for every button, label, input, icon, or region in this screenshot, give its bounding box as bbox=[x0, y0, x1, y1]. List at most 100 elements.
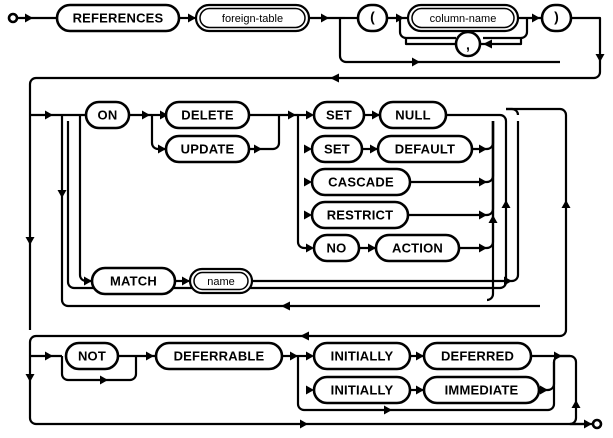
node-action-label: ACTION bbox=[392, 240, 443, 255]
node-foreign-table: foreign-table bbox=[194, 3, 311, 33]
arrow-to-delete bbox=[160, 110, 168, 120]
rail-final-collector bbox=[568, 354, 584, 426]
arrow-to-action-split bbox=[288, 110, 296, 120]
arrow-row3-wrap bbox=[300, 331, 309, 341]
arrow-row2-down bbox=[561, 200, 571, 208]
arrow-repeat-return-horizontal bbox=[281, 301, 290, 311]
arrow-match-out bbox=[182, 276, 190, 286]
arrow-to-set-default bbox=[304, 144, 312, 154]
node-set-null-set: SET bbox=[312, 100, 366, 130]
arrow-to-no-action bbox=[306, 243, 314, 253]
node-column-name-inner bbox=[411, 7, 515, 29]
node-restrict-label: RESTRICT bbox=[327, 207, 394, 222]
arrow-update-merge bbox=[254, 144, 262, 154]
node-match: MATCH bbox=[90, 266, 177, 296]
start-marker-icon bbox=[7, 12, 19, 24]
node-restrict: RESTRICT bbox=[310, 200, 410, 230]
node-deferred: DEFERRED bbox=[422, 341, 533, 371]
rail-match-merge bbox=[252, 121, 520, 283]
arrow-to-match bbox=[84, 276, 92, 286]
node-null-label: NULL bbox=[395, 107, 430, 122]
arrow-into-not bbox=[45, 351, 53, 361]
rail-comma-back bbox=[404, 38, 456, 46]
arrow-row1-down bbox=[595, 54, 605, 62]
rail-initially-collector-top bbox=[552, 354, 570, 363]
node-delete: DELETE bbox=[164, 100, 251, 130]
rail-repeat-return-line bbox=[60, 115, 540, 308]
rail-row1-to-row2-trunk bbox=[571, 16, 602, 72]
arrow-not-bypass bbox=[100, 375, 108, 385]
rail-paren-group-bypass bbox=[338, 18, 560, 64]
rail-action-split-vertical bbox=[296, 115, 312, 250]
arrow-to-cascade bbox=[304, 177, 312, 187]
node-references: REFERENCES bbox=[55, 3, 181, 33]
node-default-label: DEFAULT bbox=[395, 141, 455, 156]
rail-to-update bbox=[150, 115, 166, 151]
arrow-row2-wrap bbox=[330, 73, 339, 83]
node-comma: , bbox=[454, 30, 482, 58]
arrow-column-out bbox=[532, 13, 540, 23]
node-lparen-label: ( bbox=[370, 9, 375, 25]
arrow-to-set-null bbox=[306, 110, 314, 120]
arrow-initially1-out bbox=[416, 351, 424, 361]
arrow-action-collector bbox=[488, 215, 498, 223]
node-set1-label: SET bbox=[326, 107, 352, 122]
node-initially1-label: INITIALLY bbox=[331, 348, 394, 363]
node-initially1: INITIALLY bbox=[312, 341, 412, 371]
node-initially2-label: INITIALLY bbox=[331, 382, 394, 397]
node-not-label: NOT bbox=[78, 348, 106, 363]
node-deferred-label: DEFERRED bbox=[441, 348, 514, 363]
node-match-label: MATCH bbox=[110, 273, 157, 288]
node-name-label: name bbox=[207, 276, 235, 288]
rail-update-merge bbox=[249, 115, 281, 151]
arrow-deferrable-out bbox=[290, 351, 298, 361]
node-no-label: NO bbox=[327, 240, 347, 255]
node-action: ACTION bbox=[374, 233, 461, 263]
node-rparen: ) bbox=[540, 3, 573, 33]
arrow-paren-bypass bbox=[412, 57, 420, 67]
arrow-to-initially1 bbox=[306, 351, 314, 361]
arrow-to-initially2 bbox=[306, 385, 314, 395]
node-cascade-label: CASCADE bbox=[328, 174, 394, 189]
rail-on-group-to-repeat bbox=[66, 113, 508, 290]
rail-choice-on-vs-match bbox=[78, 115, 92, 283]
node-no: NO bbox=[312, 233, 361, 263]
rail-action-collector-down bbox=[486, 121, 495, 302]
node-immediate-label: IMMEDIATE bbox=[445, 382, 519, 397]
node-not: NOT bbox=[64, 341, 120, 371]
arrow-start bbox=[25, 13, 33, 23]
arrow-no-out bbox=[368, 243, 376, 253]
rail-initially-bypass-merge bbox=[404, 362, 556, 412]
arrow-set1-out bbox=[372, 110, 380, 120]
arrow-on-match-bypass bbox=[25, 237, 35, 245]
node-lparen: ( bbox=[356, 3, 389, 33]
node-name: name bbox=[188, 267, 254, 295]
node-column-name-label: column-name bbox=[430, 13, 497, 25]
node-foreign-table-label: foreign-table bbox=[222, 13, 283, 25]
arrow-restrict-merge bbox=[479, 210, 487, 220]
node-deferrable-label: DEFERRABLE bbox=[174, 348, 265, 363]
node-initially2: INITIALLY bbox=[312, 375, 412, 405]
rail-comma-loop-right bbox=[483, 18, 529, 40]
arrow-on-group-down bbox=[501, 200, 511, 208]
arrow-foreign-table-out bbox=[321, 13, 329, 23]
rail-immediate-merge bbox=[539, 362, 556, 392]
node-set-default-set: SET bbox=[310, 134, 364, 164]
node-update: UPDATE bbox=[164, 134, 251, 164]
node-name-inner bbox=[193, 271, 249, 291]
arrow-initially-bypass bbox=[384, 405, 392, 415]
rail-default-merge bbox=[472, 121, 495, 151]
rail-deferrable-bypass bbox=[28, 356, 576, 426]
rail-row2-wrap bbox=[28, 71, 602, 115]
arrow-references-out bbox=[188, 13, 196, 23]
arrow-default-merge bbox=[479, 144, 487, 154]
node-update-label: UPDATE bbox=[181, 141, 235, 156]
arrow-final-down bbox=[571, 400, 581, 408]
arrow-on-out bbox=[142, 110, 150, 120]
arrow-match-merge bbox=[504, 276, 512, 286]
rail-row2-to-row3-trunk bbox=[506, 107, 568, 330]
rail-comma-loop-left bbox=[398, 18, 456, 40]
rail-initially-split-vertical bbox=[296, 356, 404, 412]
